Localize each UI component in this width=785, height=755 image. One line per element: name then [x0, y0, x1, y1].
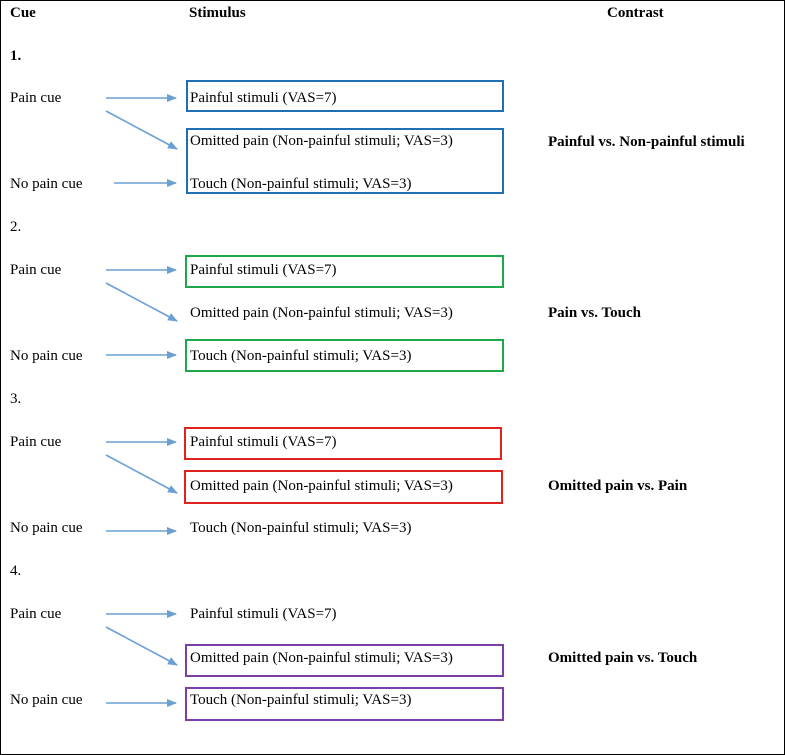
panel-3-touch: Touch (Non-painful stimuli; VAS=3) [190, 520, 412, 536]
panel-4-pain-cue: Pain cue [10, 606, 62, 622]
panel-4-touch: Touch (Non-painful stimuli; VAS=3) [190, 692, 412, 708]
panel-2-omitted-pain: Omitted pain (Non-painful stimuli; VAS=3… [190, 305, 453, 321]
panel-2-number: 2. [10, 219, 22, 235]
panel-3-contrast: Omitted pain vs. Pain [548, 478, 688, 494]
panel-4-painful-stimuli: Painful stimuli (VAS=7) [190, 606, 337, 622]
panel-4-no-pain-cue: No pain cue [10, 692, 83, 708]
panel-2-touch: Touch (Non-painful stimuli; VAS=3) [190, 348, 412, 364]
panel-3-painful-box [184, 427, 502, 460]
panel-2-no-pain-cue: No pain cue [10, 348, 83, 364]
panel-2-touch-box [185, 339, 504, 372]
arrow-pain-to-omitted-1 [105, 110, 178, 150]
arrow-pain-to-omitted-4 [105, 626, 178, 666]
panel-3-omitted-pain: Omitted pain (Non-painful stimuli; VAS=3… [190, 478, 453, 494]
panel-1-painful-box [186, 80, 504, 112]
arrow-pain-to-omitted-3 [105, 454, 178, 494]
panel-4-contrast: Omitted pain vs. Touch [548, 650, 698, 666]
panel-4-omitted-pain: Omitted pain (Non-painful stimuli; VAS=3… [190, 650, 453, 666]
panel-1-no-pain-cue: No pain cue [10, 176, 83, 192]
panel-4-omitted-box [185, 644, 504, 677]
header-stimulus: Stimulus [189, 5, 246, 21]
panel-1-number: 1. [10, 48, 22, 64]
panel-1-omitted-pain: Omitted pain (Non-painful stimuli; VAS=3… [190, 133, 453, 149]
header-contrast: Contrast [607, 5, 664, 21]
panel-3-omitted-box [184, 470, 503, 504]
panel-3-painful-stimuli: Painful stimuli (VAS=7) [190, 434, 337, 450]
panel-1-pain-cue: Pain cue [10, 90, 62, 106]
panel-4-number: 4. [10, 563, 22, 579]
panel-2-pain-cue: Pain cue [10, 262, 62, 278]
panel-3-no-pain-cue: No pain cue [10, 520, 83, 536]
header-cue: Cue [10, 5, 36, 21]
panel-1-touch: Touch (Non-painful stimuli; VAS=3) [190, 176, 412, 192]
arrow-pain-to-omitted-2 [105, 282, 178, 322]
panel-4-touch-box [185, 687, 504, 721]
panel-2-painful-stimuli: Painful stimuli (VAS=7) [190, 262, 337, 278]
panel-1-contrast: Painful vs. Non-painful stimuli [548, 134, 745, 150]
panel-3-pain-cue: Pain cue [10, 434, 62, 450]
panel-1-painful-stimuli: Painful stimuli (VAS=7) [190, 90, 337, 106]
panel-3-number: 3. [10, 391, 22, 407]
panel-1-omitted-touch-box [186, 128, 504, 194]
panel-2-painful-box [185, 255, 504, 288]
panel-2-contrast: Pain vs. Touch [548, 305, 641, 321]
